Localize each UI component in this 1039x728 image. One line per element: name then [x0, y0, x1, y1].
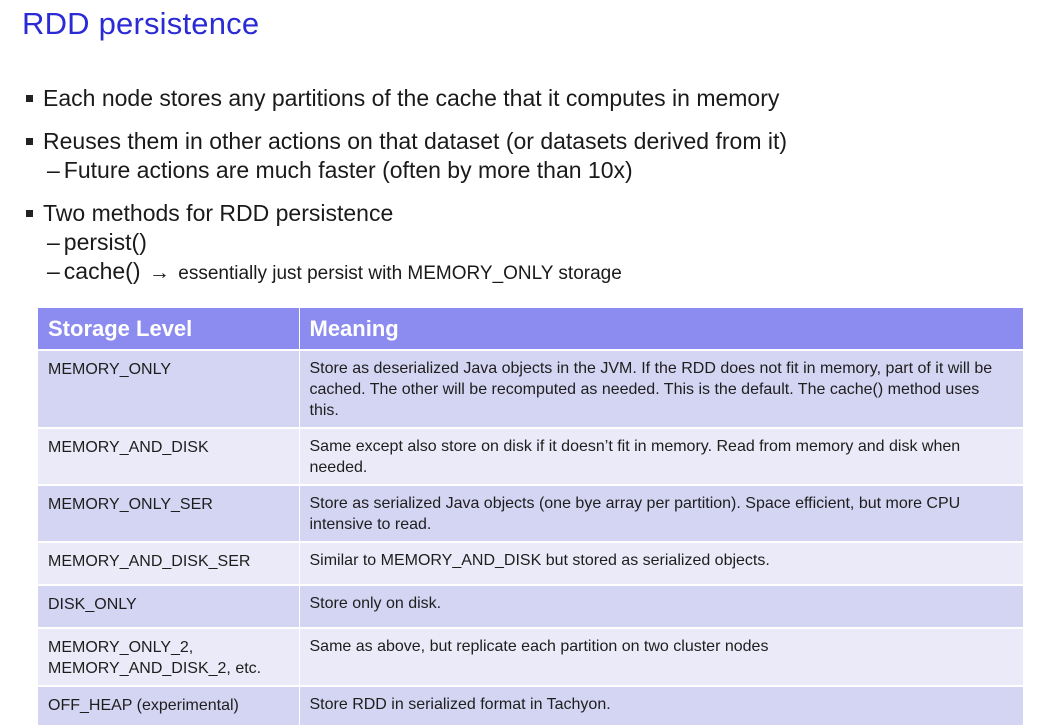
storage-level-cell: DISK_ONLY — [38, 585, 300, 629]
dash-marker: – — [47, 229, 60, 255]
bullet-item: Reuses them in other actions on that dat… — [26, 127, 1016, 156]
storage-level-cell: MEMORY_ONLY — [38, 350, 300, 429]
meaning-cell: Store RDD in serialized format in Tachyo… — [299, 686, 1024, 727]
storage-level-line: MEMORY_AND_DISK_2, etc. — [48, 660, 262, 677]
table-row: MEMORY_ONLY Store as deserialized Java o… — [38, 350, 1024, 429]
table-row: MEMORY_ONLY_SER Store as serialized Java… — [38, 485, 1024, 543]
sub-bullet-note: essentially just persist with MEMORY_ONL… — [178, 263, 622, 284]
sub-bullet-item: –cache() → essentially just persist with… — [26, 257, 1016, 288]
meaning-cell: Similar to MEMORY_AND_DISK but stored as… — [299, 542, 1024, 586]
storage-level-cell: MEMORY_AND_DISK_SER — [38, 542, 300, 586]
column-header-storage-level: Storage Level — [38, 308, 300, 351]
meaning-cell: Store as deserialized Java objects in th… — [299, 350, 1024, 429]
bullet-text: Two methods for RDD persistence — [43, 200, 394, 226]
table-row: MEMORY_AND_DISK_SER Similar to MEMORY_AN… — [38, 542, 1024, 586]
sub-bullet-text: persist() — [63, 229, 147, 255]
storage-level-cell: MEMORY_ONLY_2, MEMORY_AND_DISK_2, etc. — [38, 628, 300, 687]
slide-title: RDD persistence — [22, 6, 260, 41]
bullet-text: Each node stores any partitions of the c… — [43, 85, 780, 111]
sub-bullet-text: cache() — [63, 258, 141, 284]
sub-bullet-item: –persist() — [26, 228, 1016, 257]
table-row: MEMORY_AND_DISK Same except also store o… — [38, 428, 1024, 486]
meaning-cell: Store as serialized Java objects (one by… — [299, 485, 1024, 543]
bullet-text: Reuses them in other actions on that dat… — [43, 128, 788, 154]
bullet-item: Each node stores any partitions of the c… — [26, 84, 1016, 113]
storage-level-cell: MEMORY_AND_DISK — [38, 428, 300, 486]
sub-bullet-item: –Future actions are much faster (often b… — [26, 156, 1016, 185]
meaning-cell: Same as above, but replicate each partit… — [299, 628, 1024, 687]
dash-marker: – — [47, 157, 60, 183]
storage-level-table: Storage Level Meaning MEMORY_ONLY Store … — [38, 308, 1024, 727]
table-header-row: Storage Level Meaning — [38, 308, 1024, 351]
table-row: DISK_ONLY Store only on disk. — [38, 585, 1024, 629]
storage-level-cell: OFF_HEAP (experimental) — [38, 686, 300, 727]
sub-bullet-text: Future actions are much faster (often by… — [63, 157, 633, 183]
table-row: OFF_HEAP (experimental) Store RDD in ser… — [38, 686, 1024, 727]
storage-level-cell: MEMORY_ONLY_SER — [38, 485, 300, 543]
meaning-cell: Same except also store on disk if it doe… — [299, 428, 1024, 486]
bullet-list: Each node stores any partitions of the c… — [26, 84, 1016, 288]
column-header-meaning: Meaning — [299, 308, 1024, 351]
dash-marker: – — [47, 258, 60, 284]
storage-level-line: MEMORY_ONLY_2, — [48, 639, 194, 656]
right-arrow-icon: → — [148, 261, 170, 284]
bullet-item: Two methods for RDD persistence — [26, 199, 1016, 228]
table-row: MEMORY_ONLY_2, MEMORY_AND_DISK_2, etc. S… — [38, 628, 1024, 687]
meaning-cell: Store only on disk. — [299, 585, 1024, 629]
